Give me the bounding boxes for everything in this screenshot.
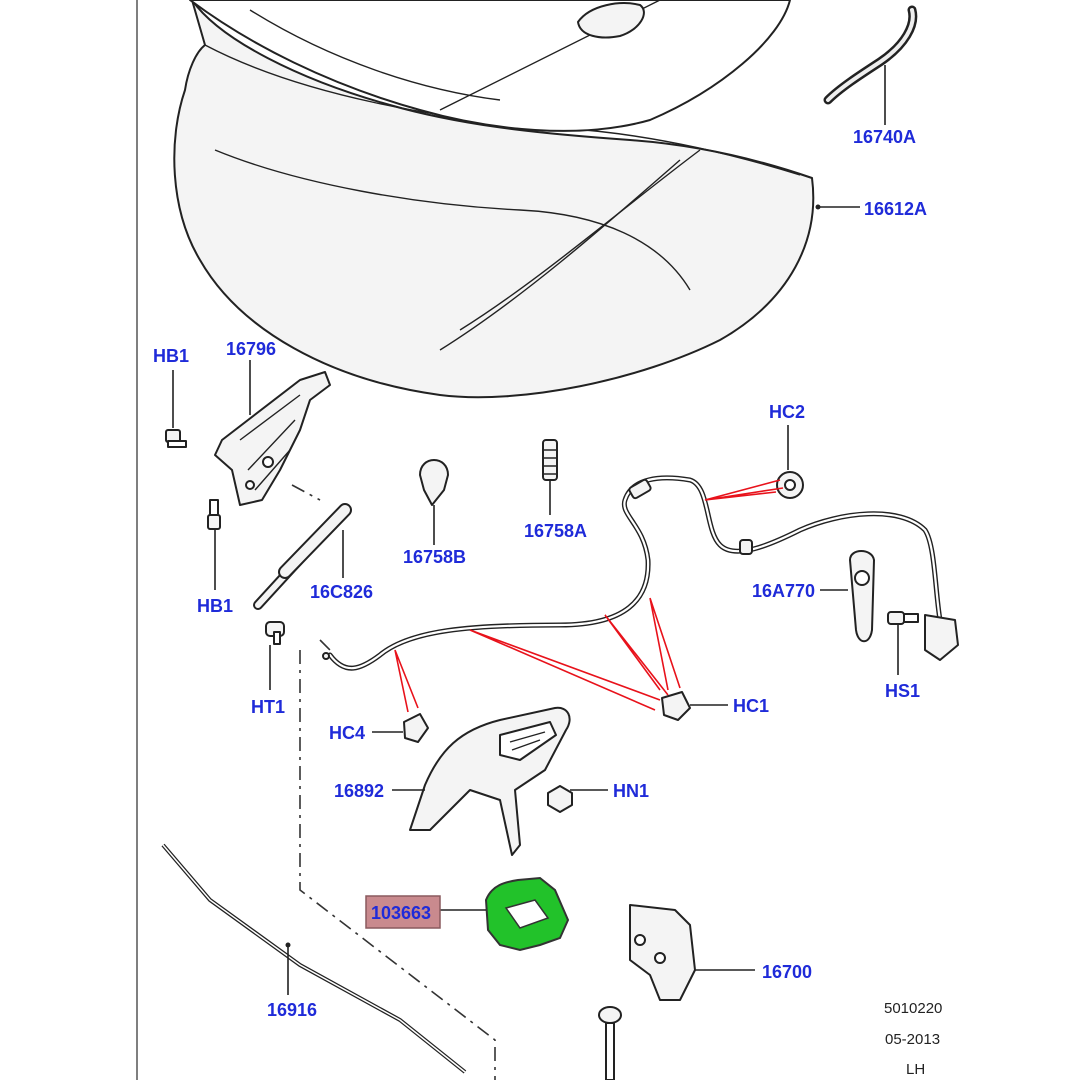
part-labels: 16740A 16612A HB1 16796 HC2 16758B 16758…	[153, 127, 927, 1020]
label-hc2: HC2	[769, 402, 805, 422]
label-hb1-bottom: HB1	[197, 596, 233, 616]
label-16758a: 16758A	[524, 521, 587, 541]
nut-hn1	[547, 785, 573, 813]
label-16740a: 16740A	[853, 127, 916, 147]
label-hc1: HC1	[733, 696, 769, 716]
handle-16a770	[849, 550, 875, 643]
label-16a770: 16A770	[752, 581, 815, 601]
label-16758b: 16758B	[403, 547, 466, 567]
drawing-side: LH	[906, 1061, 925, 1078]
label-hn1: HN1	[613, 781, 649, 801]
clip-hc1	[661, 691, 691, 721]
bump-stop-16758b	[419, 459, 449, 506]
cable-end	[322, 652, 330, 660]
bolt-16700	[598, 1006, 622, 1080]
label-hb1-top: HB1	[153, 346, 189, 366]
drawing-meta: 5010220 05-2013 LH	[884, 1000, 942, 1078]
label-ht1: HT1	[251, 697, 285, 717]
hinge-part	[214, 371, 331, 506]
label-103663: 103663	[371, 903, 431, 923]
release-lever-housing	[924, 614, 959, 661]
label-16916: 16916	[267, 1000, 317, 1020]
hood-panel	[173, 0, 815, 399]
release-cable	[327, 475, 943, 671]
buffer-16758a	[542, 439, 558, 481]
screw-hs1	[887, 611, 919, 625]
latch-bracket-16892	[409, 706, 571, 856]
label-hs1: HS1	[885, 681, 920, 701]
label-16796: 16796	[226, 339, 276, 359]
bolt-hb1-top	[165, 429, 187, 448]
bolt-hb1-bottom	[207, 499, 221, 530]
label-16c826: 16C826	[310, 582, 373, 602]
cable-16916	[161, 843, 467, 1074]
assembly-lines	[291, 484, 496, 1080]
label-16612a: 16612A	[864, 199, 927, 219]
clip-hc4	[403, 713, 429, 743]
drawing-code: 5010220	[884, 1000, 942, 1017]
label-hc4: HC4	[329, 723, 365, 743]
highlighted-part-103663	[484, 876, 570, 952]
leader-lines	[172, 65, 899, 995]
gas-strut	[253, 503, 352, 610]
label-16892: 16892	[334, 781, 384, 801]
part-highlight-box	[365, 895, 441, 929]
label-16700: 16700	[762, 962, 812, 982]
fastener-ht1	[265, 621, 285, 645]
red-indicator-lines	[394, 479, 784, 713]
drawing-date: 05-2013	[885, 1031, 940, 1048]
clip-hc2	[776, 471, 804, 499]
striker-16700	[629, 904, 696, 1001]
seal-part	[823, 5, 918, 105]
